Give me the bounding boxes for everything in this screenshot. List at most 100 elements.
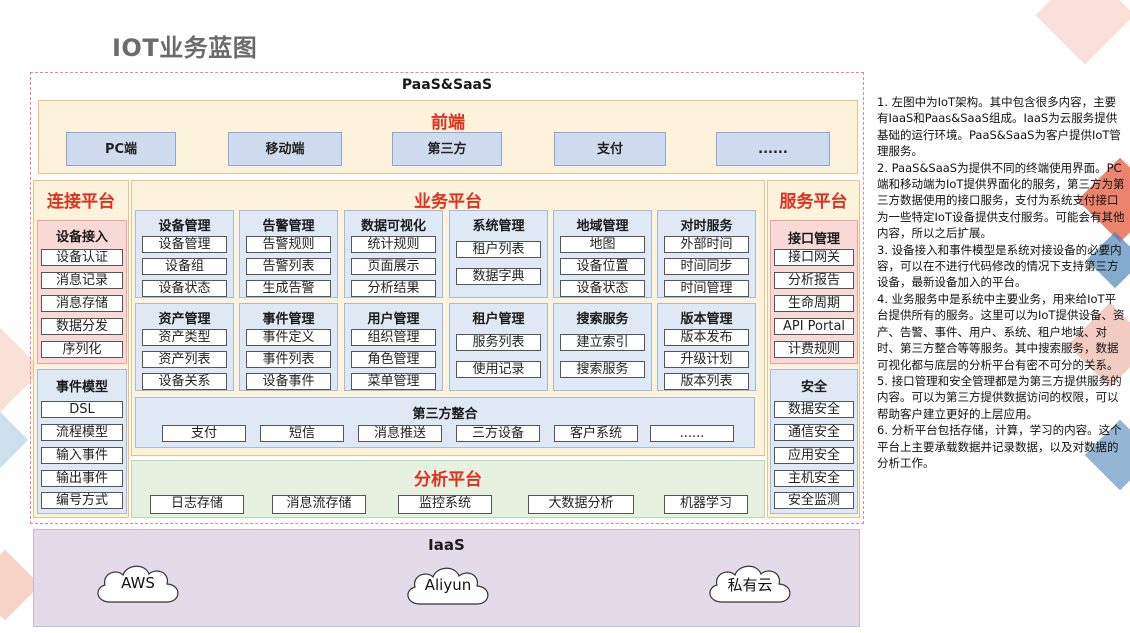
security-item: 数据安全 xyxy=(774,401,854,418)
business-module-item: 搜索服务 xyxy=(560,361,645,378)
business-module-item: 设备关系 xyxy=(142,373,227,390)
api-management-panel xyxy=(770,220,858,364)
iaas-title: IaaS xyxy=(428,536,465,554)
third-party-item: 短信 xyxy=(260,425,344,442)
event-model-item: DSL xyxy=(41,401,123,418)
device-access-item: 序列化 xyxy=(41,341,123,358)
business-module-item: 设备组 xyxy=(142,258,227,275)
business-module-item: 外部时间 xyxy=(664,236,749,253)
connect-platform-title: 连接平台 xyxy=(47,192,115,212)
business-module-title: 用户管理 xyxy=(367,312,420,327)
business-module-item: 设备事件 xyxy=(246,373,331,390)
business-module-item: 生成告警 xyxy=(246,280,331,297)
business-module-item: 设备位置 xyxy=(560,258,645,275)
business-module-item: 建立索引 xyxy=(560,334,645,351)
analysis-item: 机器学习 xyxy=(664,495,748,514)
third-party-item: 支付 xyxy=(162,425,246,442)
business-module-item: 角色管理 xyxy=(351,351,436,368)
business-module-title: 设备管理 xyxy=(158,219,211,234)
cloud-aliyun-label: Aliyun xyxy=(424,576,472,594)
business-module-title: 地域管理 xyxy=(576,219,629,234)
api-management-item: 生命周期 xyxy=(774,295,854,312)
business-module-item: 数据字典 xyxy=(456,268,541,285)
business-module-item: 菜单管理 xyxy=(351,373,436,390)
business-module-item: 资产类型 xyxy=(142,329,227,346)
security-panel xyxy=(770,369,858,514)
business-module-item: 租户列表 xyxy=(456,241,541,258)
business-module-item: 页面展示 xyxy=(351,258,436,275)
analysis-item: 消息流存储 xyxy=(272,495,366,514)
note-5: 5. 接口管理和安全管理都是为第三方提供服务的内容。可以为第三方提供数据访问的权… xyxy=(877,373,1122,421)
analysis-item: 监控系统 xyxy=(398,495,492,514)
business-module-item: 告警规则 xyxy=(246,236,331,253)
device-access-panel xyxy=(37,220,127,364)
business-module-item: 版本发布 xyxy=(664,329,749,346)
business-module-item: 事件定义 xyxy=(246,329,331,346)
device-access-item: 设备认证 xyxy=(41,249,123,266)
business-module-item: 使用记录 xyxy=(456,361,541,378)
business-module-item: 版本列表 xyxy=(664,373,749,390)
business-module-title: 资产管理 xyxy=(158,312,211,327)
device-access-item: 消息存储 xyxy=(41,295,123,312)
security-item: 主机安全 xyxy=(774,470,854,487)
business-module-title: 事件管理 xyxy=(262,312,315,327)
security-item: 安全监测 xyxy=(774,492,854,509)
decor-shape xyxy=(0,411,29,469)
business-module-item: 设备状态 xyxy=(560,280,645,297)
service-platform-title: 服务平台 xyxy=(779,192,848,212)
cloud-aws-label: AWS xyxy=(121,574,155,592)
business-module-item: 资产列表 xyxy=(142,351,227,368)
security-item: 应用安全 xyxy=(774,447,854,464)
frontend-pc: PC端 xyxy=(66,132,176,166)
cloud-aliyun-icon xyxy=(407,567,489,605)
business-module-title: 对时服务 xyxy=(680,219,733,234)
analysis-item: 日志存储 xyxy=(150,495,244,514)
security-item: 通信安全 xyxy=(774,424,854,441)
event-model-panel xyxy=(37,369,127,514)
frontend-more: ...... xyxy=(716,132,830,166)
frontend-mobile: 移动端 xyxy=(228,132,342,166)
frontend-title: 前端 xyxy=(431,113,465,133)
note-1: 1. 左图中为IoT架构。其中包含很多内容，主要有IaaS和Paas&SaaS组… xyxy=(877,95,1121,159)
note-6: 6. 分析平台包括存储，计算，学习的内容。这个平台上主要承载数据并记录数据，以及… xyxy=(877,423,1122,470)
device-access-title: 设备接入 xyxy=(55,230,108,245)
cloud-private-icon xyxy=(709,565,791,603)
business-module-title: 租户管理 xyxy=(472,312,525,327)
cloud-aws-icon xyxy=(97,565,179,603)
business-module-item: 地图 xyxy=(560,236,645,253)
cloud-private-label: 私有云 xyxy=(727,576,773,594)
api-management-title: 接口管理 xyxy=(787,232,840,247)
device-access-item: 消息记录 xyxy=(41,272,123,289)
business-module-item: 分析结果 xyxy=(351,280,436,297)
third-party-item: ...... xyxy=(650,425,734,442)
business-module-title: 版本管理 xyxy=(680,312,733,327)
business-module-item: 时间同步 xyxy=(664,258,749,275)
note-2: 2. PaaS&SaaS为提供不同的终端使用界面。PC端和移动端为IoT提供界面… xyxy=(877,160,1125,241)
decor-shape xyxy=(1035,0,1130,65)
api-management-item: 计费规则 xyxy=(774,341,854,358)
frontend-payment: 支付 xyxy=(554,132,666,166)
device-access-item: 数据分发 xyxy=(41,318,123,335)
frontend-third-party: 第三方 xyxy=(392,132,502,166)
business-module-item: 事件列表 xyxy=(246,351,331,368)
business-module-title: 系统管理 xyxy=(472,219,525,234)
security-title: 安全 xyxy=(800,380,827,395)
paas-saas-label: PaaS&SaaS xyxy=(401,77,493,93)
paas-saas-frame xyxy=(30,72,864,524)
analysis-item: 大数据分析 xyxy=(528,495,634,514)
api-management-item: API Portal xyxy=(774,318,854,335)
event-model-item: 输入事件 xyxy=(41,447,123,464)
business-module-title: 告警管理 xyxy=(262,219,315,234)
event-model-item: 编号方式 xyxy=(41,492,123,509)
business-module-title: 数据可视化 xyxy=(360,219,426,234)
analysis-platform-title: 分析平台 xyxy=(414,470,482,490)
business-module-item: 告警列表 xyxy=(246,258,331,275)
business-module-title: 搜索服务 xyxy=(576,312,629,327)
business-platform-title: 业务平台 xyxy=(414,192,482,212)
event-model-title: 事件模型 xyxy=(55,380,108,395)
business-module-item: 时间管理 xyxy=(664,280,749,297)
api-management-item: 接口网关 xyxy=(774,249,854,266)
event-model-item: 流程模型 xyxy=(41,424,123,441)
business-module-item: 统计规则 xyxy=(351,236,436,253)
third-party-integration-title: 第三方整合 xyxy=(412,407,478,422)
